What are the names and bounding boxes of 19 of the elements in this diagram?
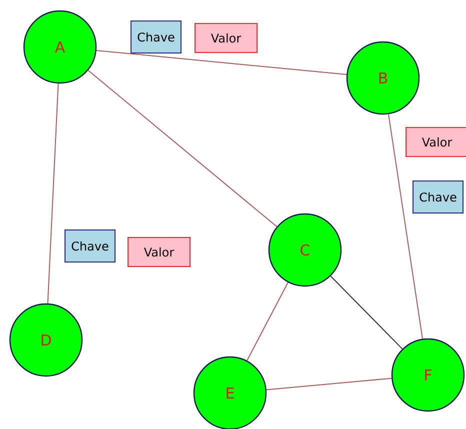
edge-line [88,70,278,228]
edge-line [266,378,392,390]
edge-line [330,276,403,350]
key-box: Chave [412,180,464,214]
circle-node: F [391,338,465,412]
circle-node: D [9,303,83,377]
circle-node: A [23,10,97,84]
value-box: Valor [194,23,258,53]
circle-node: C [268,213,342,287]
edge-line [246,282,288,362]
value-box: Valor [128,237,190,267]
circle-node: B [346,41,420,115]
key-box: Chave [64,230,116,262]
edge-line [96,50,348,75]
key-box: Chave [130,20,182,54]
edge-line [388,114,424,340]
edge-line [47,83,59,304]
circle-node: E [193,356,267,429]
value-box: Valor [406,127,466,157]
